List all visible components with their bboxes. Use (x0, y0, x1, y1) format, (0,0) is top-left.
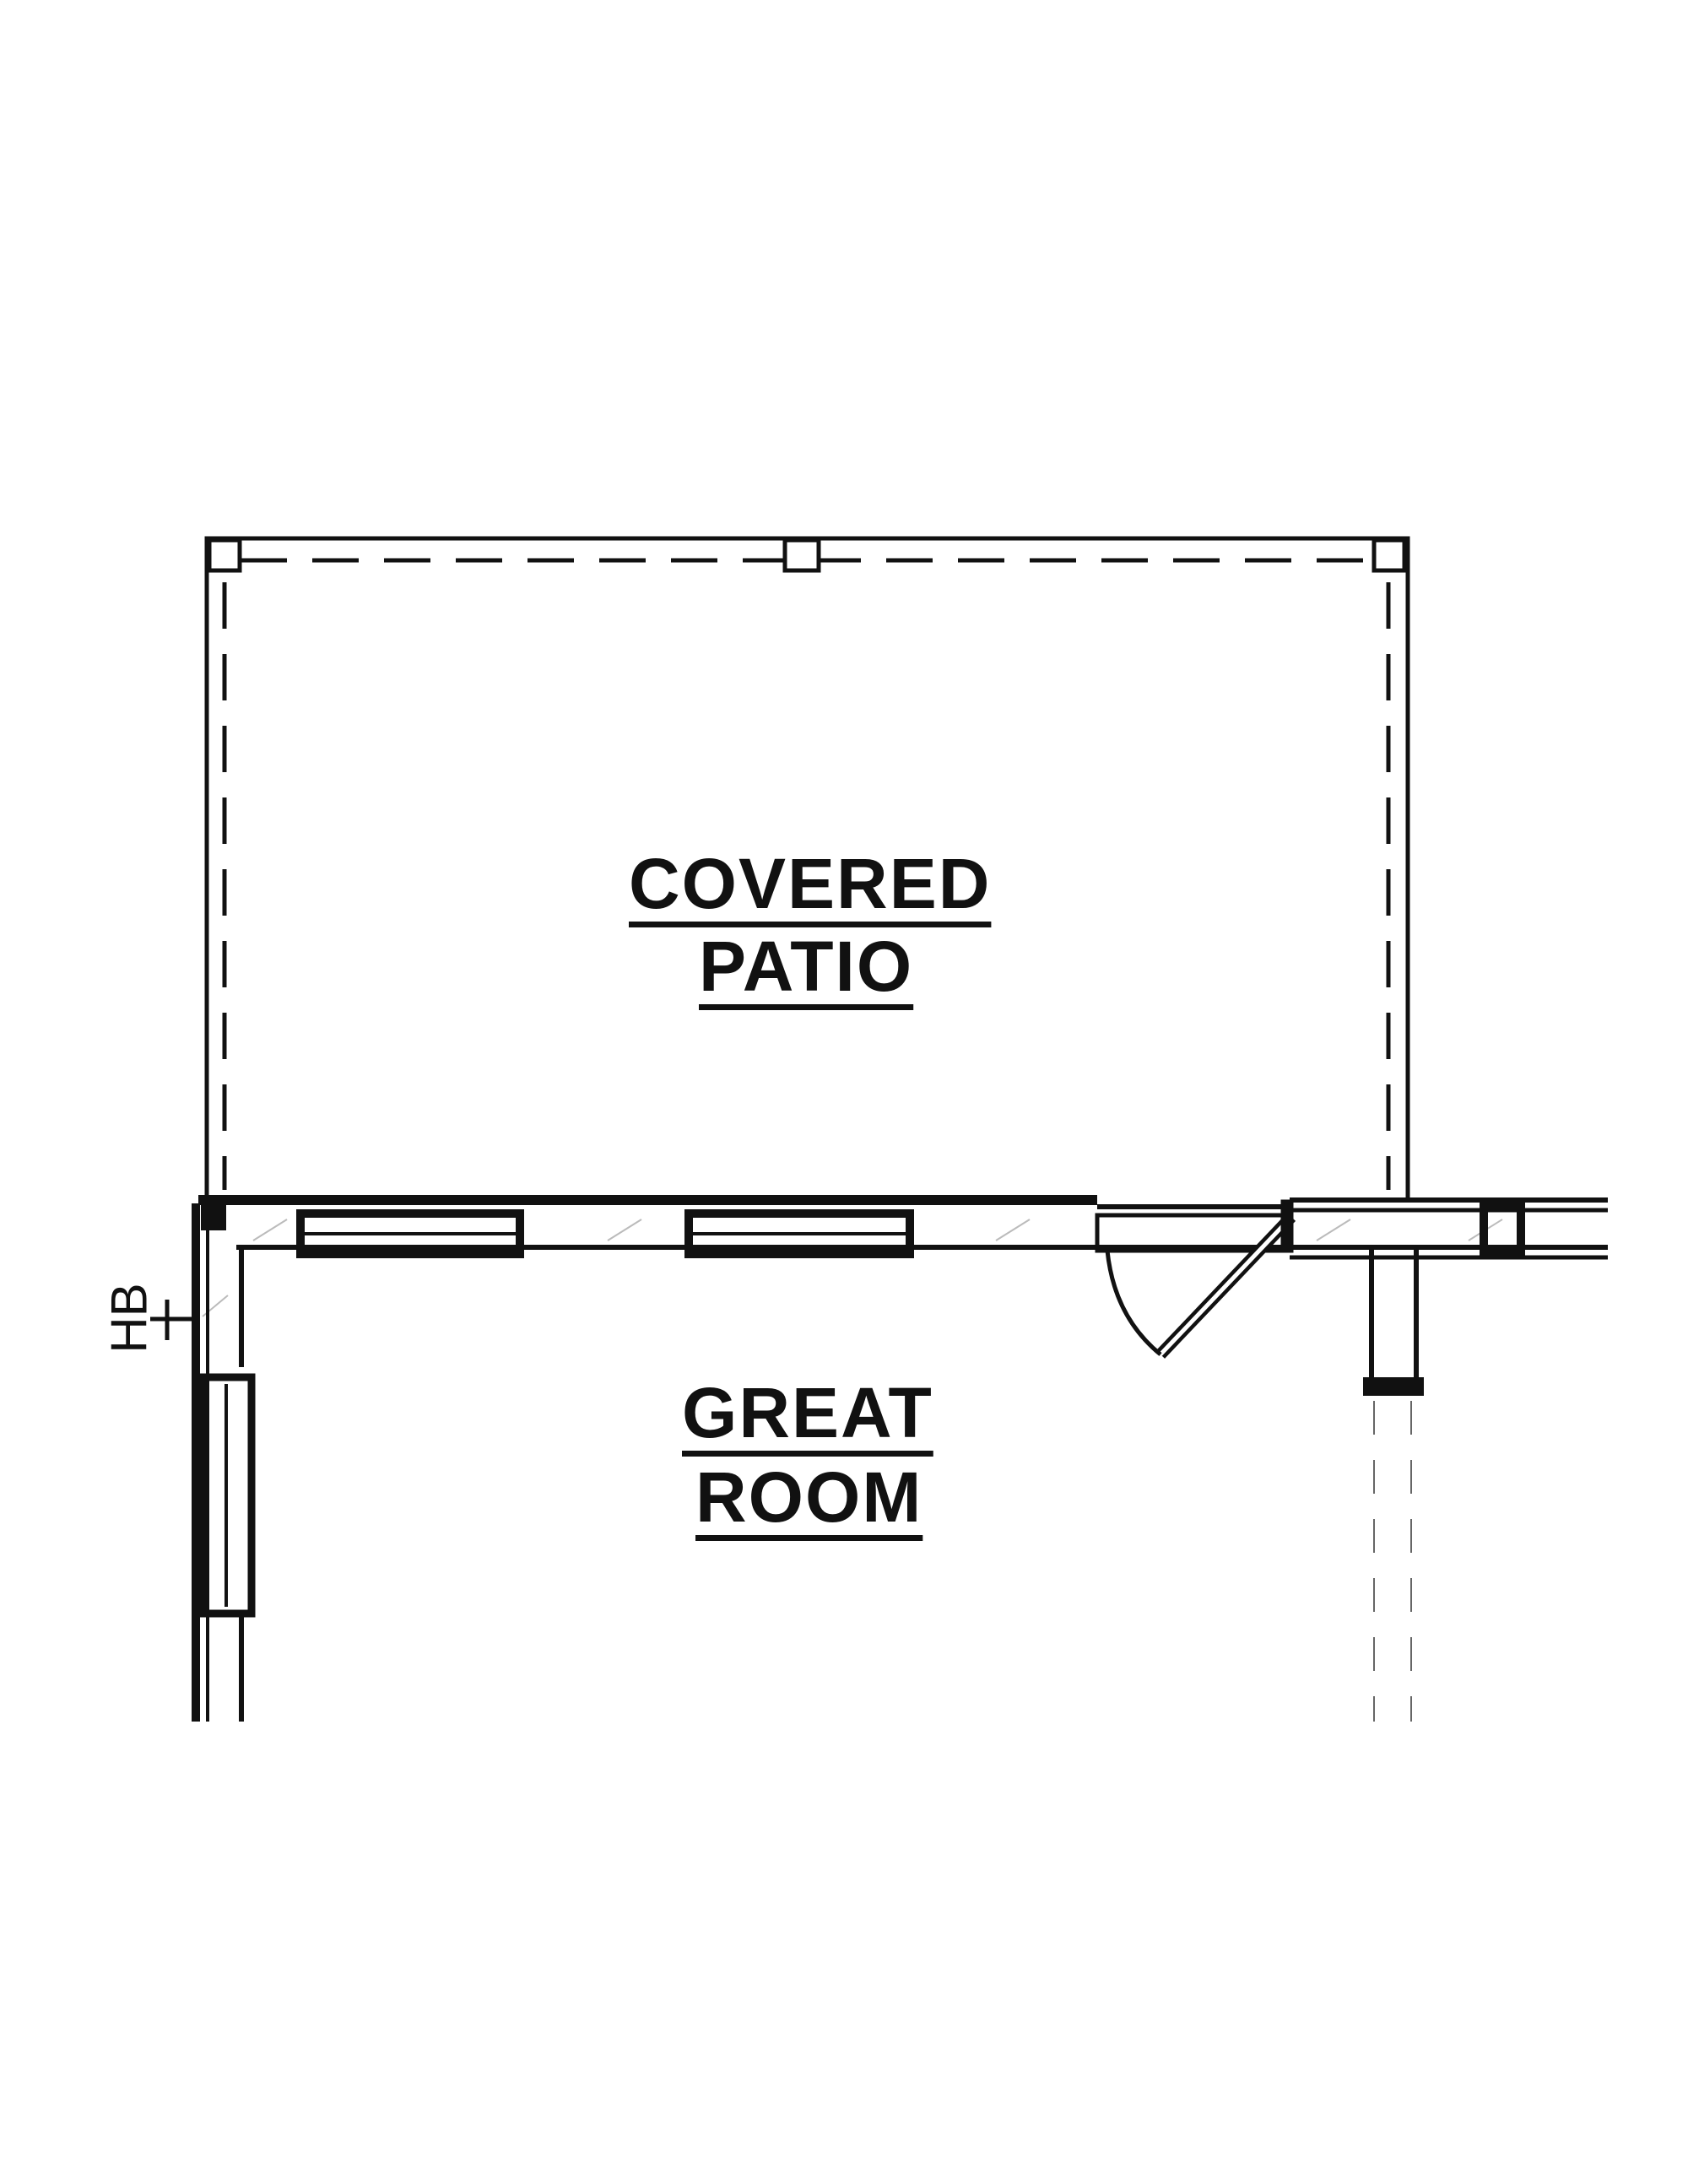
great-room-label-line1: GREAT (682, 1373, 933, 1452)
window-left (296, 1209, 524, 1258)
hose-bib-label: HB (100, 1283, 158, 1354)
patio-posts (207, 538, 1407, 573)
exterior-wall-vertical (192, 1203, 244, 1722)
hose-bib-icon (150, 1300, 196, 1340)
door (1095, 1199, 1296, 1359)
covered-patio-label-line2: PATIO (699, 927, 914, 1006)
window-center (684, 1209, 914, 1258)
window-left-wall (198, 1373, 256, 1618)
interior-wall-stub (1363, 1201, 1525, 1396)
covered-patio-label-line1: COVERED (629, 844, 992, 923)
patio-beam-dashed-lines (222, 558, 1391, 1190)
interior-wall-dashed (1373, 1401, 1412, 1722)
exterior-wall-horizontal (198, 1195, 1608, 1260)
great-room-label-line2: ROOM (695, 1457, 923, 1537)
